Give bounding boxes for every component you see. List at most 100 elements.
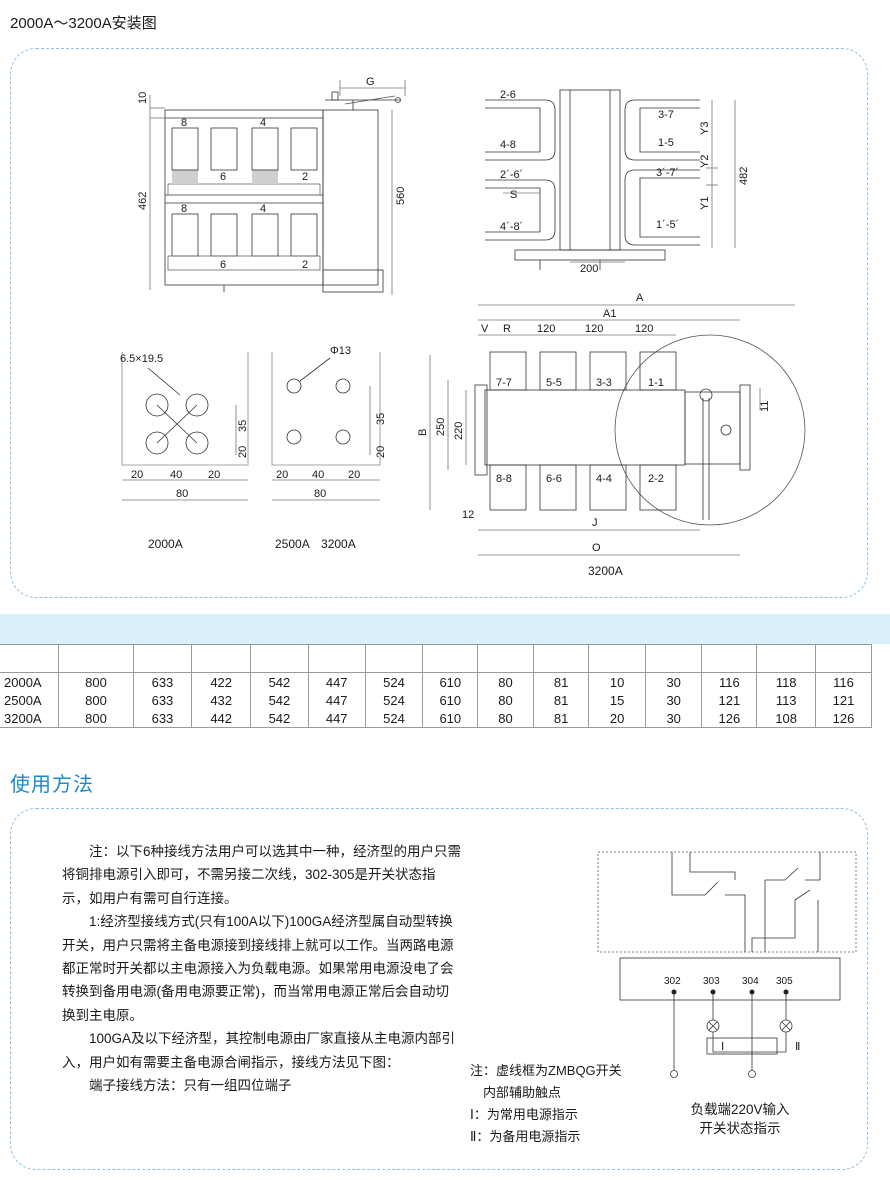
bottom-dim: 20 <box>348 469 360 481</box>
plan-3200a <box>429 304 806 556</box>
bottom-dim: 40 <box>312 469 324 481</box>
bottom-dim: 20 <box>208 469 220 481</box>
top-terminal-label: 7-7 <box>496 377 512 389</box>
page-title: 2000A～3200A安装图 <box>10 15 157 32</box>
note-line: Ⅰ：为常用电源指示 <box>470 1107 578 1122</box>
front-view <box>149 80 406 295</box>
dim-10: 10 <box>137 92 149 104</box>
dim-120: 120 <box>585 323 603 335</box>
dim-20: 20 <box>237 446 249 458</box>
front-upper-label: 4 <box>260 117 266 129</box>
terminal-label: 305 <box>776 976 793 987</box>
dim-462: 462 <box>137 192 149 210</box>
hole-pattern-2000a <box>121 352 249 501</box>
dim-560: 560 <box>395 187 407 205</box>
dim-y1: Y1 <box>699 197 711 210</box>
side-left-label: 2-6 <box>500 89 516 101</box>
wiring-notes: 注：虚线框为ZMBQG开关 内部辅助触点 Ⅰ：为常用电源指示 Ⅱ：为备用电源指示 <box>470 1060 650 1148</box>
bottom-terminal-label: 4-4 <box>596 473 612 485</box>
side-right-label: 3´-7´ <box>656 167 679 179</box>
dim-120: 120 <box>635 323 653 335</box>
front-lower-label: 4 <box>260 203 266 215</box>
bottom-dim: 40 <box>170 469 182 481</box>
note-line: Ⅱ：为备用电源指示 <box>470 1129 581 1144</box>
terminal-label: 304 <box>742 976 759 987</box>
dim-80: 80 <box>314 488 326 500</box>
dim-b: B <box>417 429 429 436</box>
side-left-label: 2´-6´ <box>500 169 523 181</box>
indicator-label: Ⅱ <box>795 1041 800 1053</box>
front-upper-label: 8 <box>181 117 187 129</box>
note-line: 注：虚线框为ZMBQG开关 <box>470 1063 622 1078</box>
top-terminal-label: 5-5 <box>546 377 562 389</box>
dim-220: 220 <box>453 422 465 440</box>
note-line: 内部辅助触点 <box>470 1085 562 1100</box>
side-right-label: 3-7 <box>658 109 674 121</box>
bottom-terminal-label: 8-8 <box>496 473 512 485</box>
caption-2500a-3200a: 2500A 3200A <box>275 537 356 551</box>
usage-text: 注：以下6种接线方法用户可以选其中一种，经济型的用户只需将铜排电源引入即可，不需… <box>62 840 462 1097</box>
wiring-caption-line: 开关状态指示 <box>699 1121 781 1136</box>
dim-r: R <box>503 323 511 335</box>
top-terminal-label: 3-3 <box>596 377 612 389</box>
front-lower-label: 8 <box>181 203 187 215</box>
dim-o: O <box>592 542 601 554</box>
dim-200: 200 <box>580 263 598 275</box>
bottom-dim: 20 <box>276 469 288 481</box>
usage-frame <box>10 808 868 1170</box>
terminal-label: 302 <box>664 976 681 987</box>
dim-20: 20 <box>375 446 387 458</box>
dim-y2: Y2 <box>699 155 711 168</box>
dim-j: J <box>592 517 598 529</box>
usage-paragraph: 注：以下6种接线方法用户可以选其中一种，经济型的用户只需将铜排电源引入即可，不需… <box>62 844 462 906</box>
table-header-band <box>0 614 890 644</box>
dim-g: G <box>366 76 375 88</box>
dim-35: 35 <box>375 413 387 425</box>
indicator-label: Ⅰ <box>721 1041 724 1053</box>
table-header-row <box>0 644 872 673</box>
section-title: 使用方法 <box>10 774 94 796</box>
hole-label: Φ13 <box>330 345 351 357</box>
side-left-label: 4-8 <box>500 139 516 151</box>
caption-2000a: 2000A <box>148 537 183 551</box>
caption-3200a: 3200A <box>588 564 623 578</box>
dim-11: 11 <box>759 401 771 412</box>
usage-paragraph: 1:经济型接线方式(只有100A以下)100GA经济型属自动型转换开关，用户只需… <box>62 914 454 1023</box>
dim-12: 12 <box>462 509 474 521</box>
side-right-label: 1-5 <box>658 137 674 149</box>
front-lower-label: 2 <box>302 259 308 271</box>
side-view <box>485 89 736 270</box>
side-left-label: S <box>510 189 517 201</box>
top-terminal-label: 1-1 <box>648 377 664 389</box>
front-lower-label: 6 <box>220 259 226 271</box>
dim-a: A <box>636 292 644 304</box>
dim-120: 120 <box>537 323 555 335</box>
bottom-terminal-label: 2-2 <box>648 473 664 485</box>
usage-paragraph: 端子接线方法：只有一组四位端子 <box>89 1078 292 1094</box>
dim-35: 35 <box>237 420 249 432</box>
dim-80: 80 <box>176 488 188 500</box>
front-upper-label: 2 <box>302 171 308 183</box>
wiring-caption: 负载端220V输入 开关状态指示 <box>660 1100 820 1138</box>
terminal-label: 303 <box>703 976 720 987</box>
hole-label: 6.5×19.5 <box>120 353 163 365</box>
hole-pattern-2500a-3200a <box>271 352 381 501</box>
side-right-label: 1´-5´ <box>656 219 679 231</box>
wiring-caption-line: 负载端220V输入 <box>690 1102 790 1117</box>
dim-250: 250 <box>435 418 447 436</box>
side-left-label: 4´-8´ <box>500 221 523 233</box>
drawing-frame <box>10 48 868 598</box>
dim-a1: A1 <box>603 308 616 320</box>
usage-paragraph: 100GA及以下经济型，其控制电源由厂家直接从主电源内部引入，用户如有需要主备电… <box>62 1031 456 1070</box>
front-upper-label: 6 <box>220 171 226 183</box>
dim-v: V <box>481 323 489 335</box>
bottom-terminal-label: 6-6 <box>546 473 562 485</box>
dim-y3: Y3 <box>699 122 711 135</box>
installation-drawing: 10 462 560 G 8 4 6 2 8 4 6 2 2-6 4-8 2´-… <box>120 76 806 556</box>
bottom-dim: 20 <box>131 469 143 481</box>
